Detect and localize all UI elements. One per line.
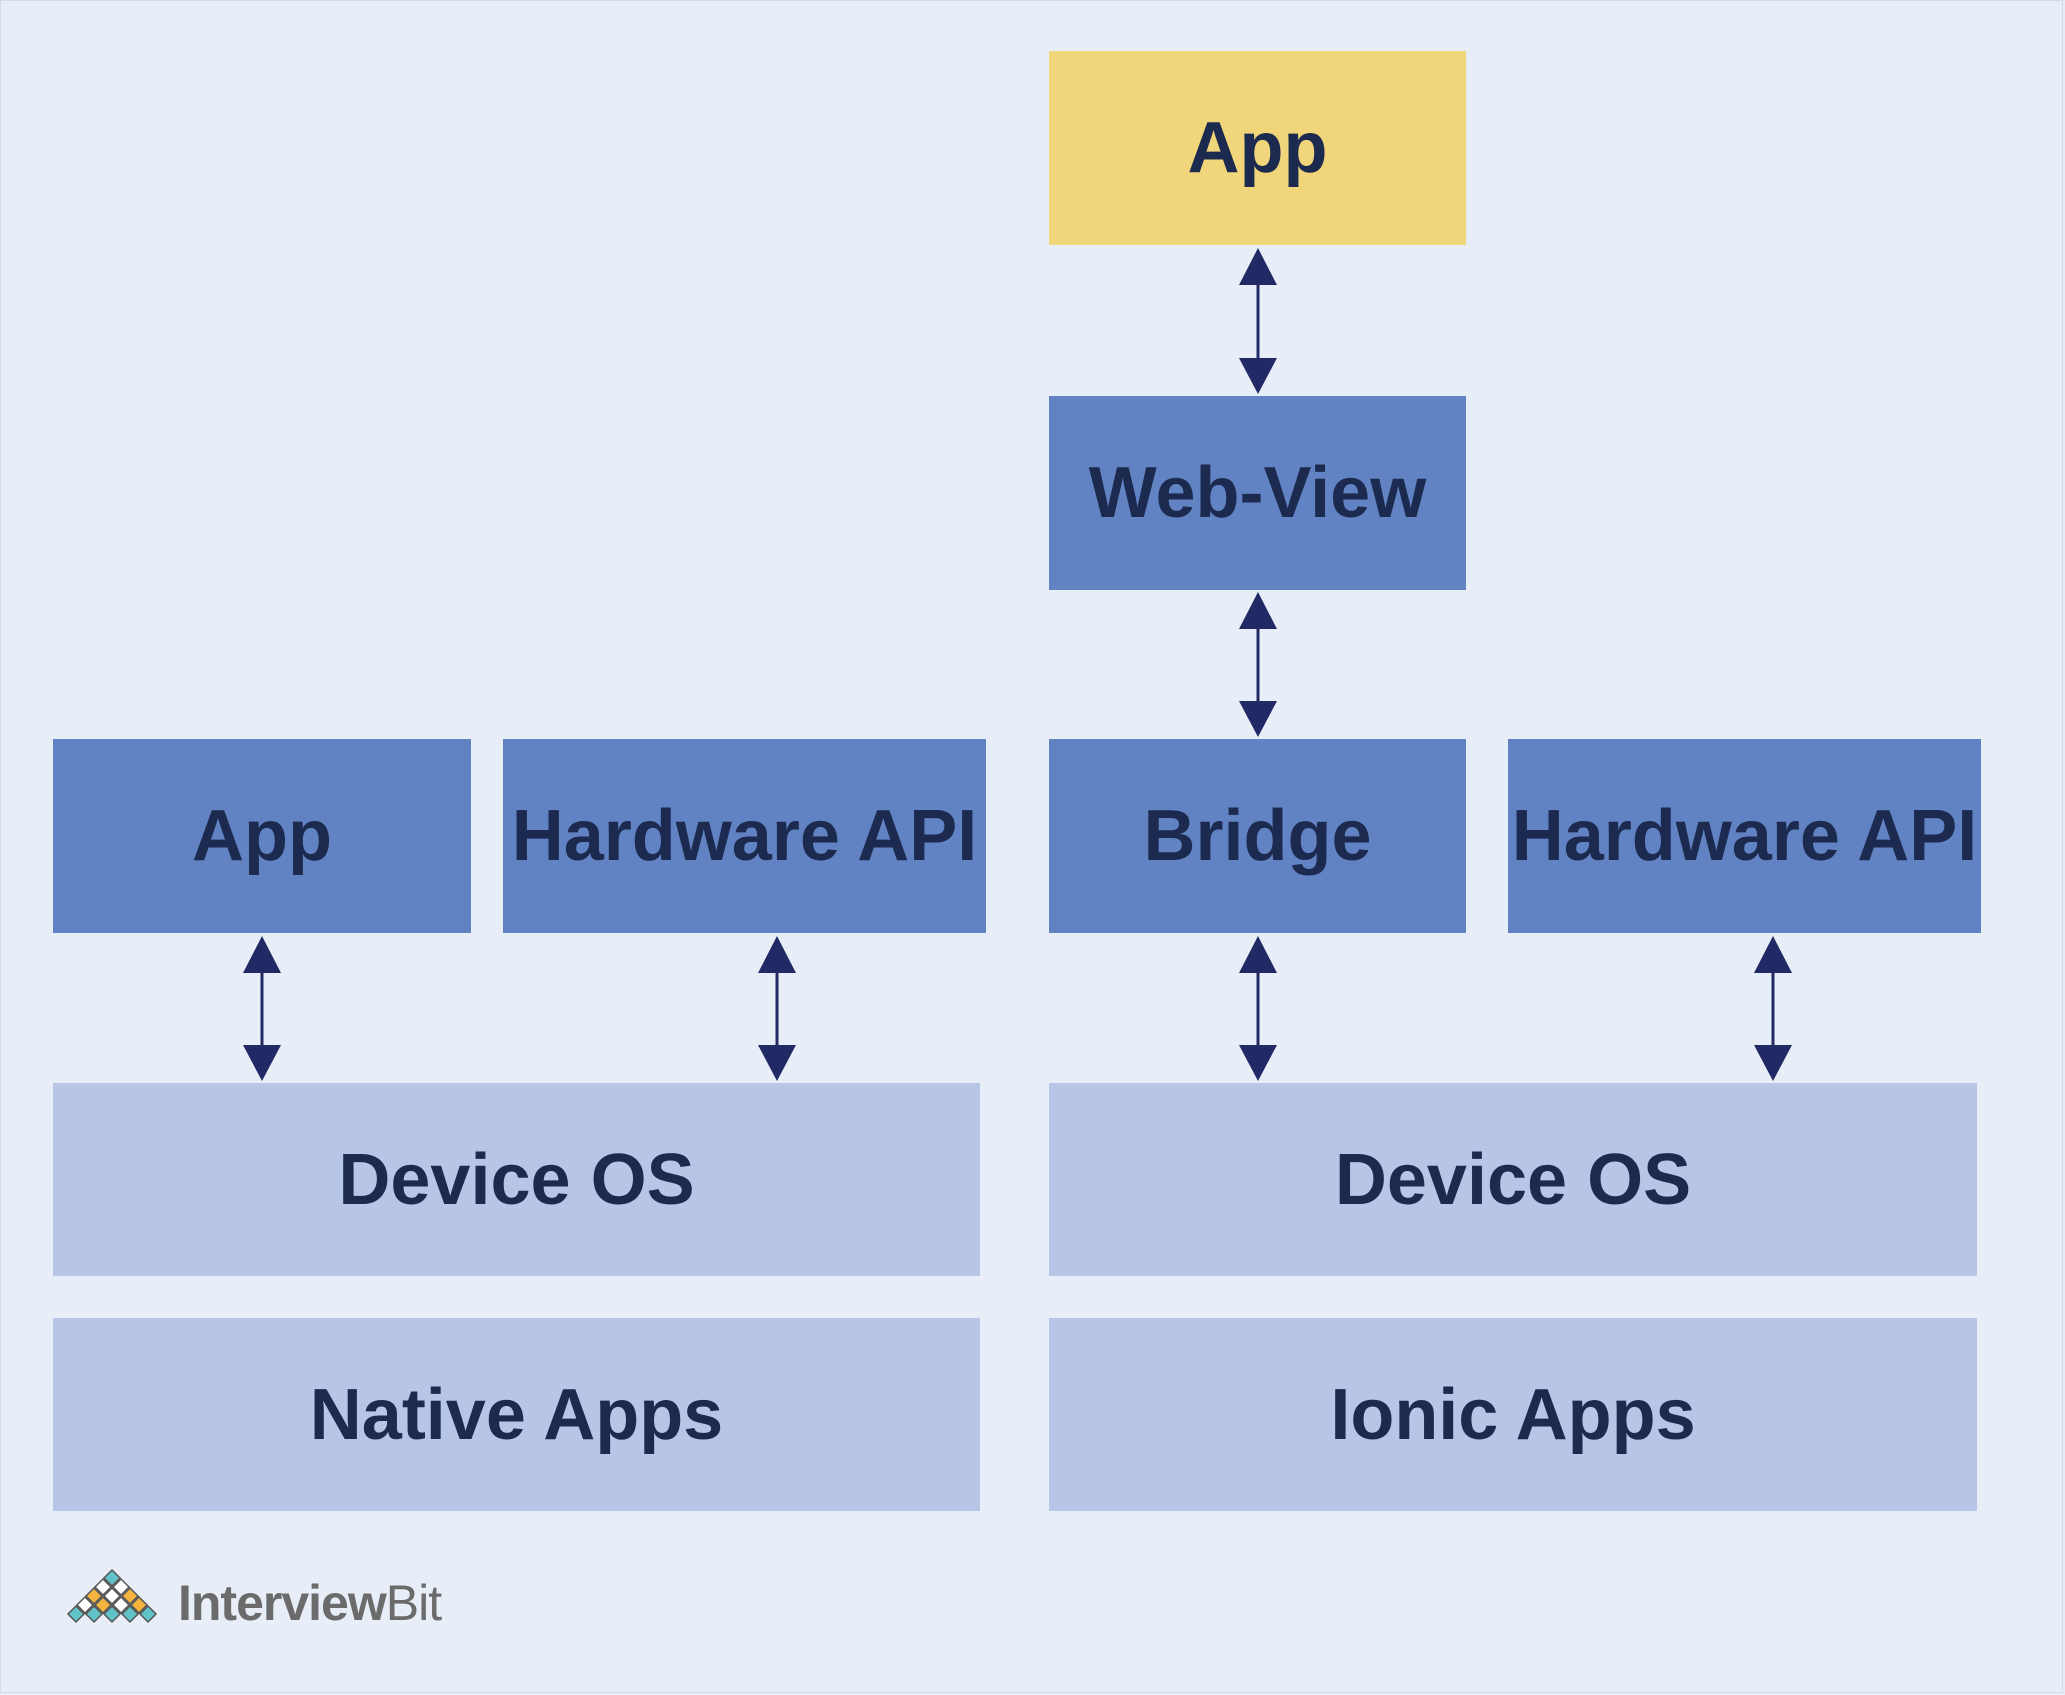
- arrow-webview-bridge: [1239, 592, 1277, 737]
- ionic-device-os-box: Device OS: [1049, 1083, 1977, 1276]
- arrow-ionichw-deviceos: [1754, 936, 1792, 1081]
- ionic-apps-label: Ionic Apps: [1330, 1374, 1696, 1455]
- ionic-device-os-label: Device OS: [1334, 1139, 1692, 1220]
- arrow-nativehw-deviceos: [758, 936, 796, 1081]
- ionic-app-box: App: [1049, 51, 1466, 245]
- native-apps-label: Native Apps: [309, 1374, 724, 1455]
- interviewbit-logo: InterviewBit: [56, 1568, 442, 1638]
- ionic-apps-box: Ionic Apps: [1049, 1318, 1977, 1511]
- logo-diamond-icon: [66, 1568, 158, 1624]
- native-app-label: App: [192, 796, 332, 876]
- ionic-hardware-api-label: Hardware API: [1511, 796, 1978, 876]
- bridge-label: Bridge: [1143, 796, 1372, 876]
- native-app-box: App: [53, 739, 471, 933]
- bridge-box: Bridge: [1049, 739, 1466, 933]
- ionic-app-label: App: [1187, 108, 1328, 188]
- arrow-bridge-deviceos: [1239, 936, 1277, 1081]
- native-hardware-api-box: Hardware API: [503, 739, 986, 933]
- arrow-nativeapp-deviceos: [243, 936, 281, 1081]
- native-device-os-label: Device OS: [338, 1139, 695, 1220]
- logo-word-interview: Interview: [178, 1575, 387, 1631]
- native-apps-box: Native Apps: [53, 1318, 980, 1511]
- logo-wordmark: InterviewBit: [178, 1574, 442, 1632]
- web-view-label: Web-View: [1088, 453, 1427, 533]
- web-view-box: Web-View: [1049, 396, 1466, 590]
- native-hardware-api-label: Hardware API: [511, 796, 978, 876]
- ionic-hardware-api-box: Hardware API: [1508, 739, 1981, 933]
- native-device-os-box: Device OS: [53, 1083, 980, 1276]
- logo-word-bit: Bit: [385, 1575, 442, 1631]
- arrow-app-webview: [1239, 248, 1277, 394]
